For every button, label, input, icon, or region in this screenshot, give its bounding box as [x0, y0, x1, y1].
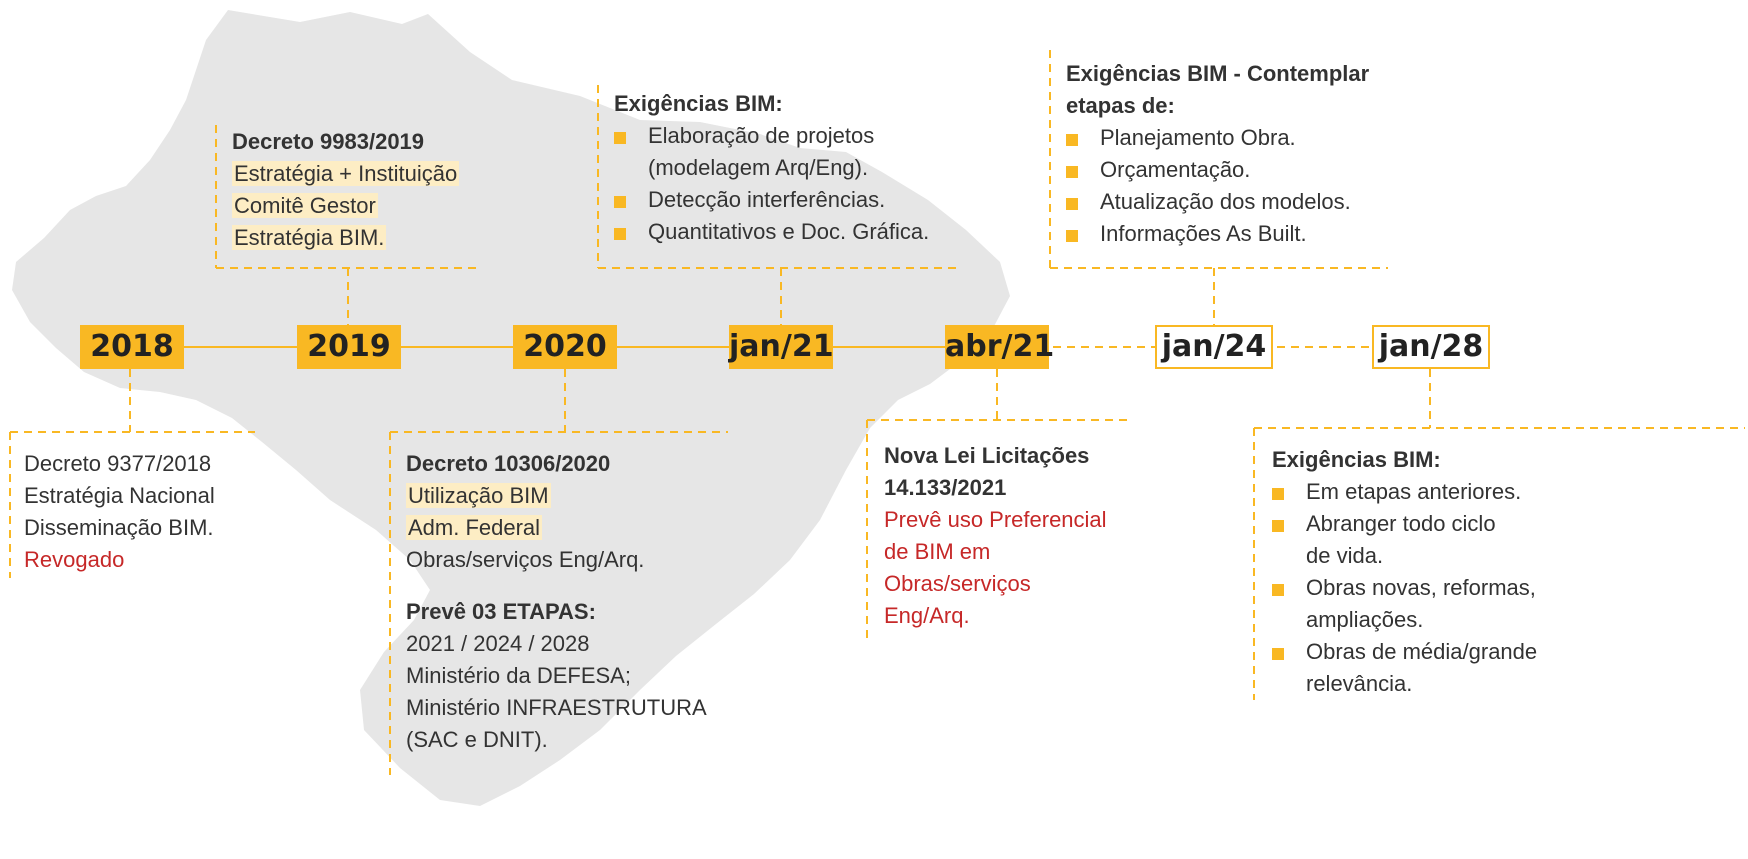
bullet-text: relevância.: [1306, 671, 1413, 696]
box-2020-line2: Ministério da DEFESA;: [406, 663, 631, 688]
milestone-2018: 2018: [80, 325, 184, 369]
box-abr21: Nova Lei Licitações 14.133/2021 Prevê us…: [884, 440, 1107, 632]
box-2019: Decreto 9983/2019 Estratégia + Instituiç…: [232, 126, 460, 254]
bullet-item: Detecção interferências.: [614, 184, 929, 216]
bullet-text: Obras de média/grande: [1306, 639, 1538, 664]
milestone-jan24: jan/24: [1155, 325, 1273, 369]
box-abr21-red-line: Eng/Arq.: [884, 603, 970, 628]
bullet-text: Abranger todo ciclo: [1306, 511, 1496, 536]
box-abr21-title: 14.133/2021: [884, 475, 1007, 500]
box-abr21-red-line: de BIM em: [884, 539, 991, 564]
box-2018-line: Estratégia Nacional: [24, 483, 215, 508]
box-2020-highlight: Adm. Federal: [406, 515, 543, 540]
box-2020-title2: Prevê 03 ETAPAS:: [406, 599, 596, 624]
box-2020-line2: (SAC e DNIT).: [406, 727, 548, 752]
box-jan28-list: Em etapas anteriores. Abranger todo cicl…: [1272, 476, 1537, 700]
box-jan24: Exigências BIM - Contemplar etapas de: P…: [1066, 58, 1369, 250]
box-jan21-list: Elaboração de projetos (modelagem Arq/En…: [614, 120, 929, 248]
milestone-2019: 2019: [297, 325, 401, 369]
bullet-text: Detecção interferências.: [648, 187, 886, 212]
box-jan21: Exigências BIM: Elaboração de projetos (…: [614, 88, 929, 248]
box-jan28-title: Exigências BIM:: [1272, 447, 1441, 472]
bullet-item: Informações As Built.: [1066, 218, 1369, 250]
box-2020-title: Decreto 10306/2020: [406, 451, 611, 476]
box-2018-line: Disseminação BIM.: [24, 515, 214, 540]
bullet-item: Orçamentação.: [1066, 154, 1369, 186]
box-2019-highlight: Estratégia + Instituição: [232, 161, 460, 186]
bullet-text: (modelagem Arq/Eng).: [648, 155, 869, 180]
bullet-text: Elaboração de projetos: [648, 123, 875, 148]
box-jan21-title: Exigências BIM:: [614, 91, 783, 116]
milestone-abr21: abr/21: [945, 325, 1054, 369]
box-2020-line2: 2021 / 2024 / 2028: [406, 631, 590, 656]
bullet-text: Em etapas anteriores.: [1306, 479, 1522, 504]
bullet-text: Obras novas, reformas,: [1306, 575, 1536, 600]
box-2020-line2: Ministério INFRAESTRUTURA: [406, 695, 707, 720]
bullet-item: Obras novas, reformas, ampliações.: [1272, 572, 1537, 636]
bullet-item: Em etapas anteriores.: [1272, 476, 1537, 508]
box-abr21-red-line: Prevê uso Preferencial: [884, 507, 1107, 532]
bullet-text: Orçamentação.: [1100, 157, 1251, 182]
box-abr21-title: Nova Lei Licitações: [884, 443, 1090, 468]
bullet-text: Informações As Built.: [1100, 221, 1307, 246]
bullet-text: Planejamento Obra.: [1100, 125, 1296, 150]
box-abr21-red-line: Obras/serviços: [884, 571, 1031, 596]
box-jan24-list: Planejamento Obra. Orçamentação. Atualiz…: [1066, 122, 1369, 250]
box-2020: Decreto 10306/2020 Utilização BIM Adm. F…: [406, 448, 707, 756]
bullet-item: Elaboração de projetos (modelagem Arq/En…: [614, 120, 929, 184]
bullet-item: Planejamento Obra.: [1066, 122, 1369, 154]
box-2020-line: Obras/serviços Eng/Arq.: [406, 547, 645, 572]
box-jan24-title: Exigências BIM - Contemplar: [1066, 61, 1370, 86]
box-2018-status: Revogado: [24, 547, 125, 572]
bullet-item: Atualização dos modelos.: [1066, 186, 1369, 218]
box-2018: Decreto 9377/2018 Estratégia Nacional Di…: [24, 448, 215, 576]
bullet-text: ampliações.: [1306, 607, 1424, 632]
milestone-2020: 2020: [513, 325, 617, 369]
milestone-jan28: jan/28: [1372, 325, 1490, 369]
bullet-text: Atualização dos modelos.: [1100, 189, 1351, 214]
box-2019-title: Decreto 9983/2019: [232, 129, 425, 154]
box-2018-line: Decreto 9377/2018: [24, 451, 212, 476]
bullet-item: Obras de média/grande relevância.: [1272, 636, 1537, 700]
box-jan24-title: etapas de:: [1066, 93, 1175, 118]
bullet-item: Abranger todo ciclo de vida.: [1272, 508, 1537, 572]
bullet-item: Quantitativos e Doc. Gráfica.: [614, 216, 929, 248]
milestone-jan21: jan/21: [729, 325, 834, 369]
box-jan28: Exigências BIM: Em etapas anteriores. Ab…: [1272, 444, 1537, 700]
box-2019-highlight: Estratégia BIM.: [232, 225, 387, 250]
box-2019-highlight: Comitê Gestor: [232, 193, 378, 218]
bullet-text: Quantitativos e Doc. Gráfica.: [648, 219, 930, 244]
bullet-text: de vida.: [1306, 543, 1384, 568]
box-2020-highlight: Utilização BIM: [406, 483, 551, 508]
